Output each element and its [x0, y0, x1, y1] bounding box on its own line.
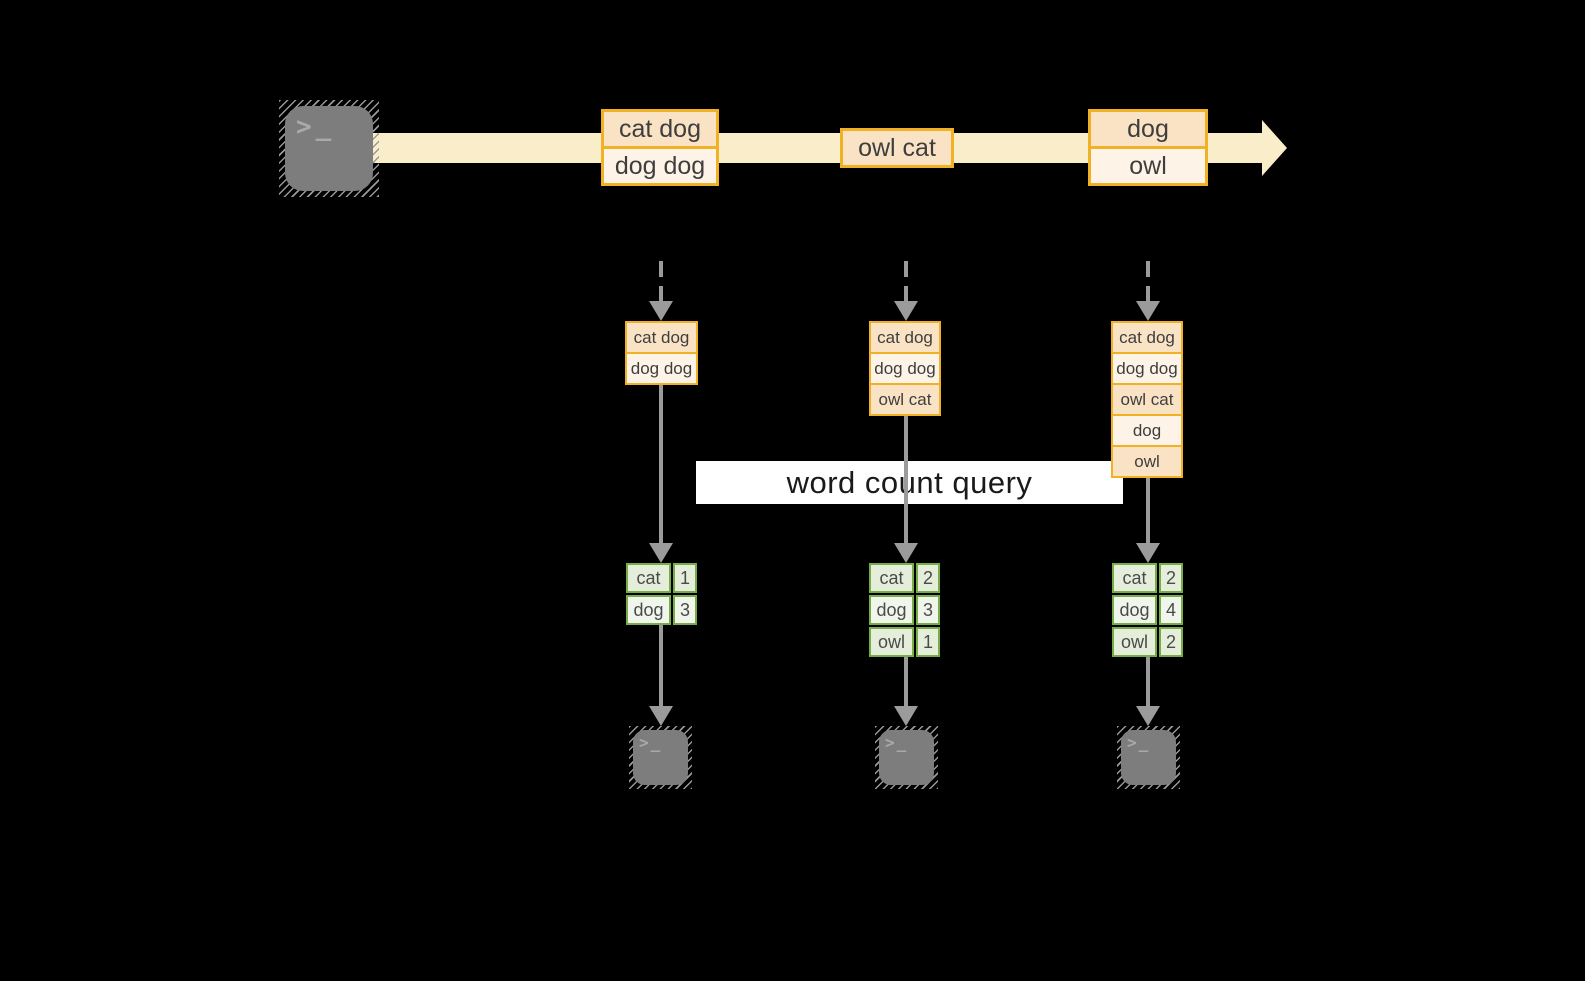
terminal-icon-body	[633, 730, 688, 785]
word-cell: owl	[1112, 627, 1157, 657]
stream-batch-1: cat dog dog dog	[601, 109, 719, 186]
event-cell: owl cat	[843, 131, 951, 165]
terminal-icon-body	[1121, 730, 1176, 785]
input-row: dog dog	[871, 354, 939, 383]
arrow-line	[904, 657, 908, 707]
word-cell: cat	[869, 563, 914, 593]
count-cell: 3	[916, 595, 940, 625]
word-cell: cat	[626, 563, 671, 593]
dashed-arrowhead-icon	[1136, 301, 1160, 321]
dashed-arrowhead-icon	[894, 301, 918, 321]
terminal-prompt-icon: >_	[885, 733, 909, 752]
count-cell: 2	[1159, 563, 1183, 593]
dashed-arrow-line	[904, 261, 908, 301]
word-cell: dog	[626, 595, 671, 625]
input-row: owl cat	[1113, 385, 1181, 414]
input-row: dog	[1113, 416, 1181, 445]
terminal-prompt-icon: >_	[639, 733, 663, 752]
dashed-arrow-line	[1146, 261, 1150, 301]
arrowhead-icon	[649, 543, 673, 563]
arrow-line	[659, 625, 663, 707]
count-cell: 1	[916, 627, 940, 657]
input-row: owl cat	[871, 385, 939, 414]
terminal-icon: >_	[1117, 726, 1180, 789]
stream-batch-2: owl cat	[840, 128, 954, 168]
arrow-line	[1146, 477, 1150, 546]
count-cell: 3	[673, 595, 697, 625]
word-count-table-1: cat 1 dog 3	[626, 563, 697, 625]
accumulated-input-2: cat dog dog dog owl cat	[869, 321, 941, 416]
terminal-icon: >_	[629, 726, 692, 789]
count-cell: 2	[1159, 627, 1183, 657]
terminal-prompt-icon: >_	[296, 112, 336, 142]
arrow-line	[904, 415, 908, 546]
event-cell: dog dog	[604, 149, 716, 183]
input-row: dog dog	[1113, 354, 1181, 383]
word-count-table-3: cat 2 dog 4 owl 2	[1112, 563, 1183, 657]
event-cell: dog	[1091, 112, 1205, 146]
input-row: cat dog	[871, 323, 939, 352]
terminal-icon-body	[879, 730, 934, 785]
dashed-arrowhead-icon	[649, 301, 673, 321]
arrowhead-icon	[894, 706, 918, 726]
arrowhead-icon	[1136, 543, 1160, 563]
input-row: owl	[1113, 447, 1181, 476]
count-cell: 4	[1159, 595, 1183, 625]
arrowhead-icon	[894, 543, 918, 563]
word-cell: dog	[869, 595, 914, 625]
terminal-icon-body	[285, 106, 373, 191]
arrowhead-icon	[649, 706, 673, 726]
dashed-arrow-line	[659, 261, 663, 301]
count-cell: 2	[916, 563, 940, 593]
arrow-line	[659, 384, 663, 546]
terminal-icon: >_	[875, 726, 938, 789]
stream-arrowhead	[1262, 120, 1287, 176]
word-cell: owl	[869, 627, 914, 657]
input-row: dog dog	[627, 354, 696, 383]
accumulated-input-1: cat dog dog dog	[625, 321, 698, 385]
input-row: cat dog	[627, 323, 696, 352]
event-cell: cat dog	[604, 112, 716, 146]
accumulated-input-3: cat dog dog dog owl cat dog owl	[1111, 321, 1183, 478]
arrow-line	[1146, 657, 1150, 707]
query-label: word count query	[696, 461, 1123, 504]
word-cell: cat	[1112, 563, 1157, 593]
terminal-icon: >_	[279, 100, 379, 197]
input-row: cat dog	[1113, 323, 1181, 352]
terminal-prompt-icon: >_	[1127, 733, 1151, 752]
arrowhead-icon	[1136, 706, 1160, 726]
event-cell: owl	[1091, 149, 1205, 183]
stream-batch-3: dog owl	[1088, 109, 1208, 186]
count-cell: 1	[673, 563, 697, 593]
word-cell: dog	[1112, 595, 1157, 625]
word-count-table-2: cat 2 dog 3 owl 1	[869, 563, 940, 657]
